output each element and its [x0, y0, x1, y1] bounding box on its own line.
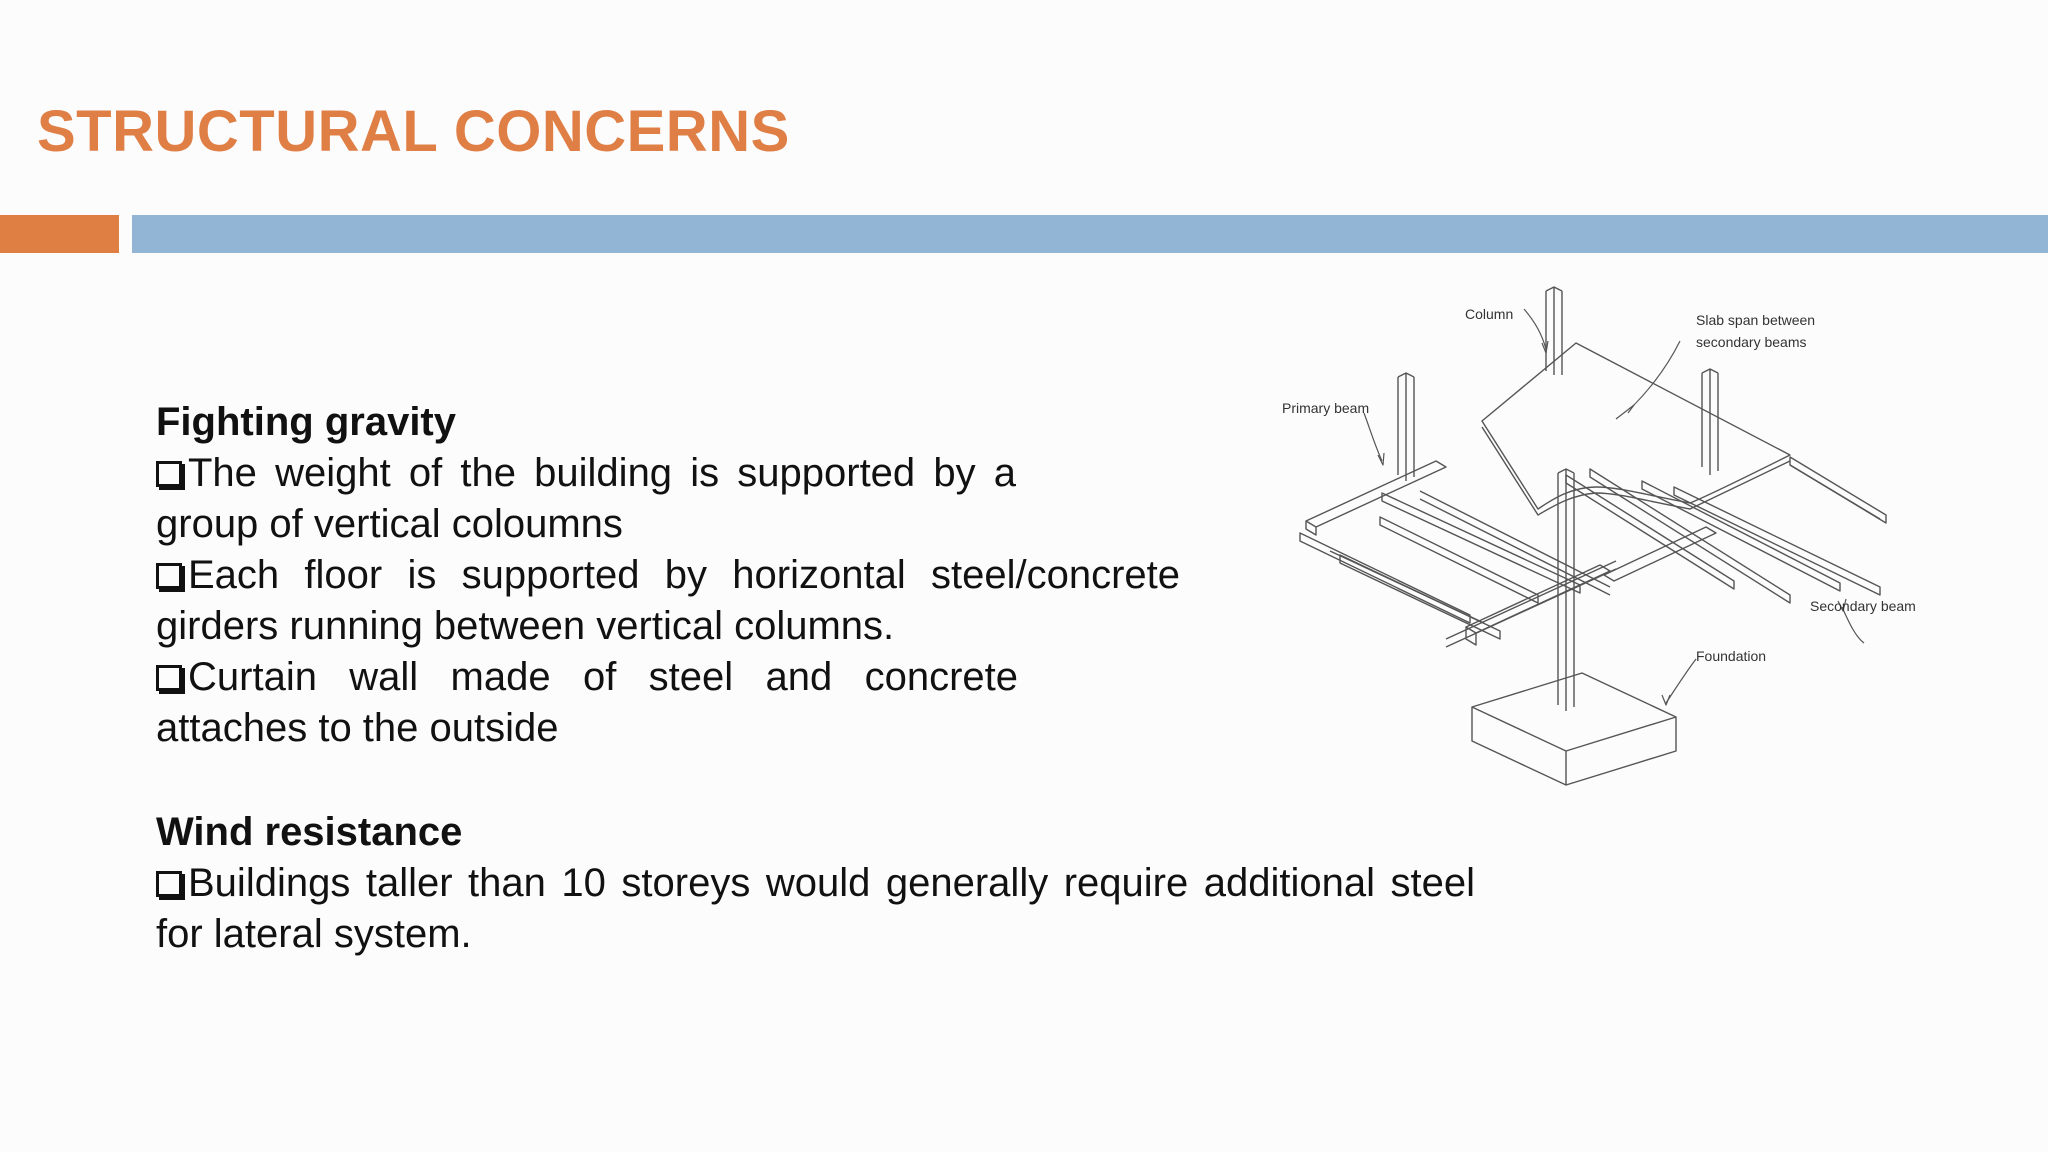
- label-foundation: Foundation: [1696, 648, 1766, 664]
- hollow-square-bullet-icon: [156, 461, 182, 487]
- title-accent-bar: [0, 215, 119, 253]
- bullet-item: Curtain wall made of steel and concrete …: [156, 652, 1018, 754]
- hollow-square-bullet-icon: [156, 871, 182, 897]
- bullet-item: Each floor is supported by horizontal st…: [156, 550, 1180, 652]
- slide-title: STRUCTURAL CONCERNS: [37, 99, 790, 164]
- hollow-square-bullet-icon: [156, 563, 182, 589]
- bullet-text: Each floor is supported by horizontal st…: [156, 553, 1180, 648]
- label-slab: Slab span between: [1696, 312, 1815, 328]
- structural-frame-diagram: Column Slab span between secondary beams…: [1270, 265, 1950, 805]
- label-primary-beam: Primary beam: [1282, 400, 1369, 416]
- bullet-item: The weight of the building is supported …: [156, 448, 1016, 550]
- label-column: Column: [1465, 306, 1513, 322]
- bullet-item: Buildings taller than 10 storeys would g…: [156, 858, 1475, 960]
- bullet-text: Buildings taller than 10 storeys would g…: [156, 861, 1475, 956]
- bullet-text: Curtain wall made of steel and concrete …: [156, 655, 1018, 750]
- label-slab-line2: secondary beams: [1696, 334, 1807, 350]
- label-secondary-beam: Secondary beam: [1810, 598, 1916, 614]
- slide-body: Fighting gravity The weight of the build…: [156, 397, 1475, 960]
- section-heading-gravity: Fighting gravity: [156, 400, 456, 444]
- section-heading-wind: Wind resistance: [156, 810, 463, 854]
- hollow-square-bullet-icon: [156, 665, 182, 691]
- slab-outline: [1481, 342, 1791, 510]
- title-divider-bar: [132, 215, 2048, 253]
- bullet-text: The weight of the building is supported …: [156, 451, 1016, 546]
